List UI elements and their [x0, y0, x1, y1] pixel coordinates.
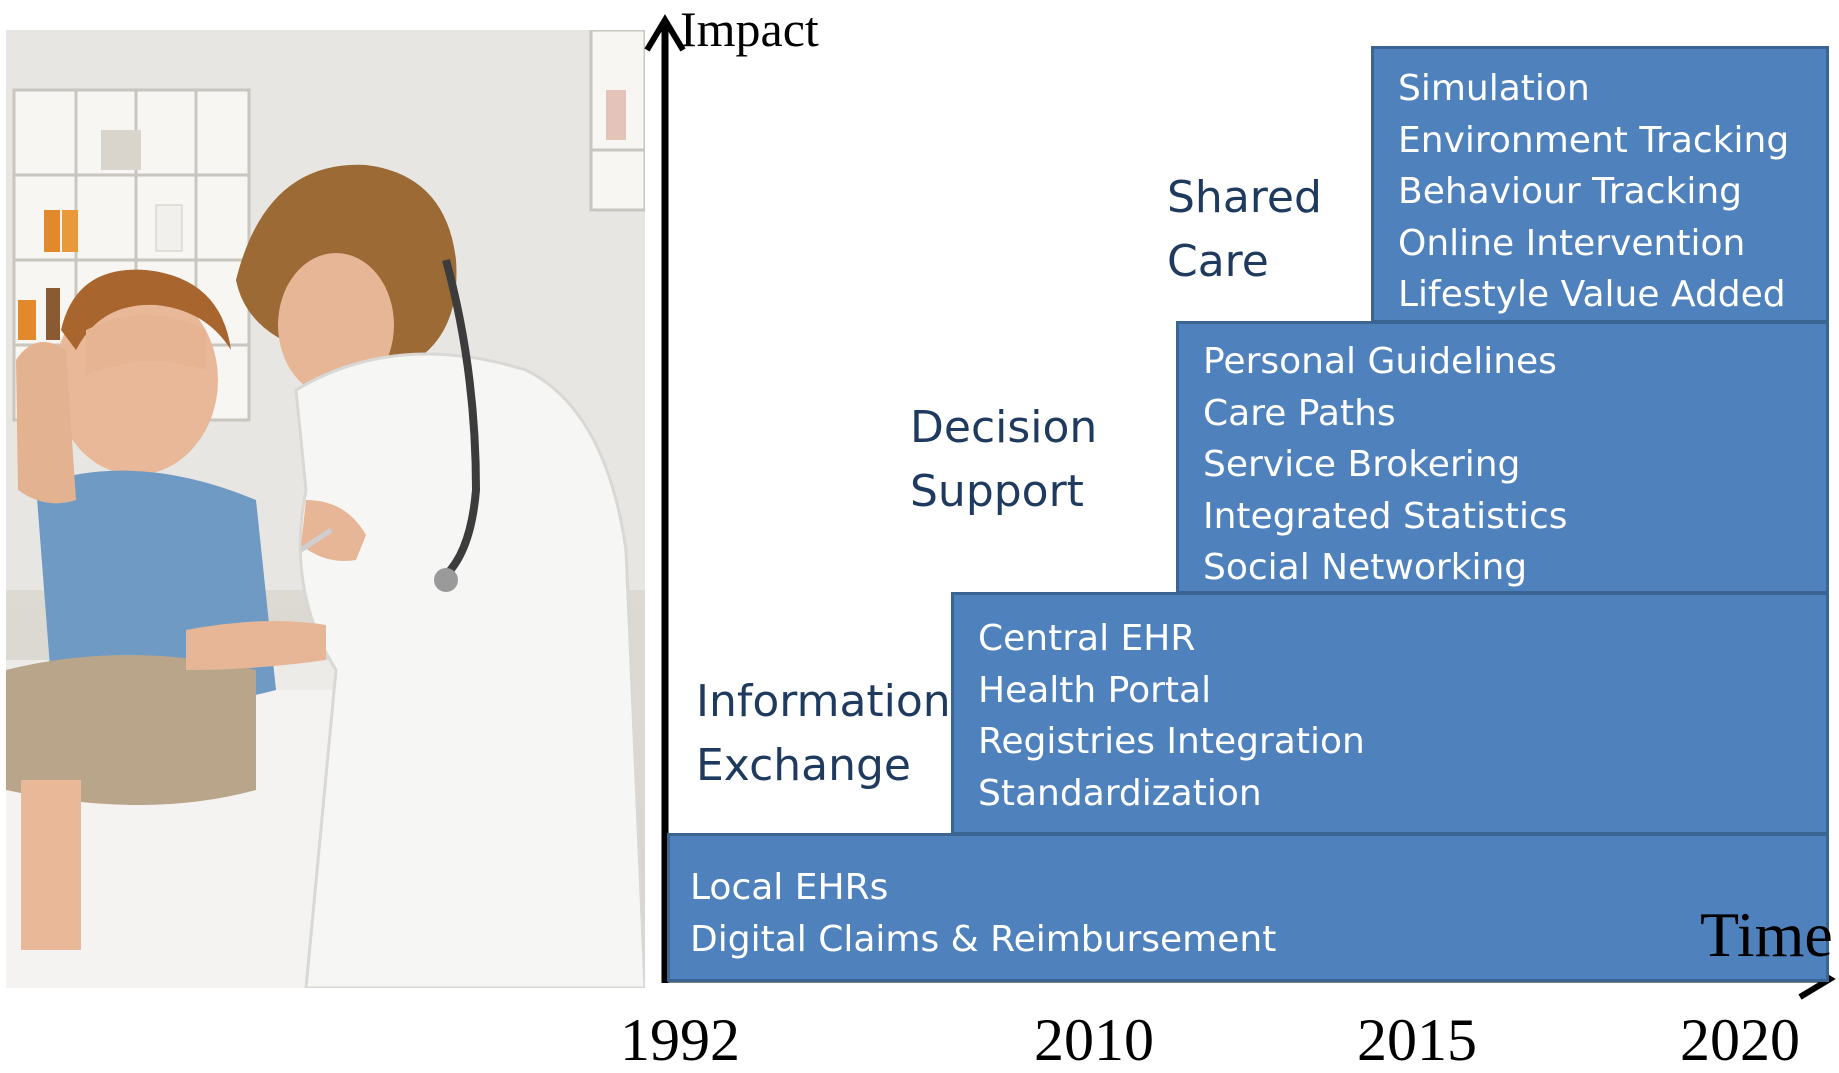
- box-item: Standardization: [978, 772, 1262, 814]
- year-label: 2015: [1357, 1007, 1477, 1073]
- level-box-local: Local EHRs Digital Claims & Reimbursemen…: [667, 833, 1829, 982]
- box-item: Environment Tracking: [1398, 119, 1790, 161]
- box-item: Integrated Statistics: [1203, 495, 1568, 537]
- box-item: Local EHRs: [690, 867, 889, 908]
- doctor-child-vaccination-photo: [6, 30, 645, 988]
- x-axis-label: Time: [1700, 899, 1833, 970]
- stage-label-information-exchange: Information Exchange: [696, 670, 951, 798]
- stage-label-line: Shared: [1167, 172, 1322, 223]
- box-item: Registries Integration: [978, 721, 1365, 762]
- stage-label-line: Exchange: [696, 740, 911, 791]
- box-item: Online Intervention: [1398, 222, 1746, 264]
- stage-label-line: Support: [910, 466, 1084, 517]
- y-axis-arrow-icon: [644, 14, 686, 52]
- box-item: Central EHR: [978, 618, 1196, 659]
- stage-label-decision-support: Decision Support: [910, 396, 1097, 524]
- stage-label-shared-care: Shared Care: [1167, 166, 1322, 294]
- stage-label-line: Information: [696, 676, 951, 727]
- box-item: Health Portal: [978, 669, 1212, 711]
- level-box-decision-support: Personal Guidelines Care Paths Service B…: [1176, 321, 1829, 594]
- box-item: Behaviour Tracking: [1398, 171, 1742, 212]
- box-item: Digital Claims & Reimbursement: [690, 918, 1277, 960]
- level-box-shared-care: Simulation Environment Tracking Behaviou…: [1371, 46, 1829, 323]
- box-item: Personal Guidelines: [1203, 341, 1557, 382]
- box-item: Care Paths: [1203, 392, 1396, 434]
- level-box-information-exchange: Central EHR Health Portal Registries Int…: [951, 592, 1829, 835]
- stage-label-line: Decision: [910, 402, 1098, 453]
- box-item: Social Networking: [1203, 547, 1528, 588]
- year-label: 2010: [1034, 1007, 1154, 1073]
- y-axis-label: Impact: [680, 1, 819, 57]
- year-label: 2020: [1680, 1007, 1800, 1073]
- box-item: Service Brokering: [1203, 444, 1521, 485]
- year-label: 1992: [620, 1007, 740, 1073]
- stage-label-line: Care: [1167, 236, 1269, 287]
- box-item: Simulation: [1398, 68, 1590, 109]
- box-item: Lifestyle Value Added: [1398, 274, 1786, 315]
